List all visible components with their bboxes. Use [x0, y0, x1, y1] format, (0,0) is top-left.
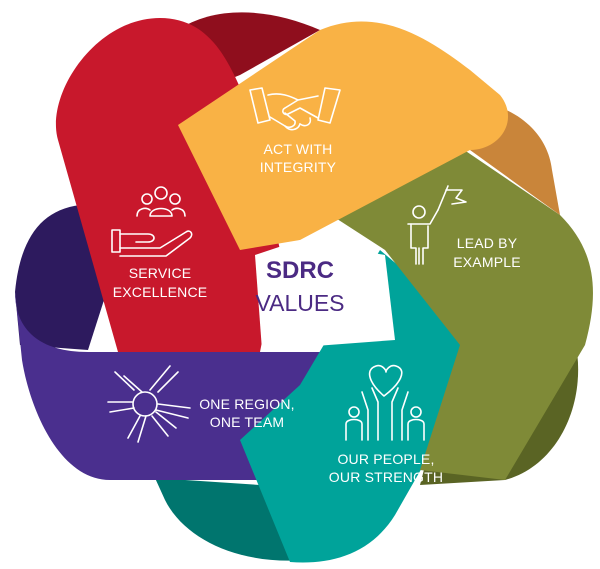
value-label-integrity-line2: INTEGRITY [260, 159, 337, 175]
value-label-people-line2: OUR STRENGTH [329, 469, 443, 485]
value-label-lead-line1: LEAD BY [457, 235, 518, 251]
olive-band [300, 120, 593, 480]
joined-hands-icon [107, 365, 191, 443]
handshake-icon [249, 87, 341, 131]
value-label-integrity-line1: ACT WITH [263, 141, 332, 157]
value-label-region-line2: ONE TEAM [210, 414, 284, 430]
value-label-service-line1: SERVICE [129, 265, 192, 281]
center-subtitle: VALUES [255, 290, 344, 316]
value-label-people-line1: OUR PEOPLE, [337, 451, 434, 467]
value-label-region-line1: ONE REGION, [199, 396, 295, 412]
center-title: SDRC [266, 257, 334, 284]
person-flag-icon [407, 185, 467, 265]
center-area [255, 240, 395, 350]
value-label-lead-line2: EXAMPLE [453, 254, 521, 270]
yellow-band [178, 21, 509, 250]
value-label-service-line2: EXCELLENCE [113, 284, 208, 300]
hand-group-icon [111, 186, 193, 257]
people-heart-icon [345, 364, 425, 441]
